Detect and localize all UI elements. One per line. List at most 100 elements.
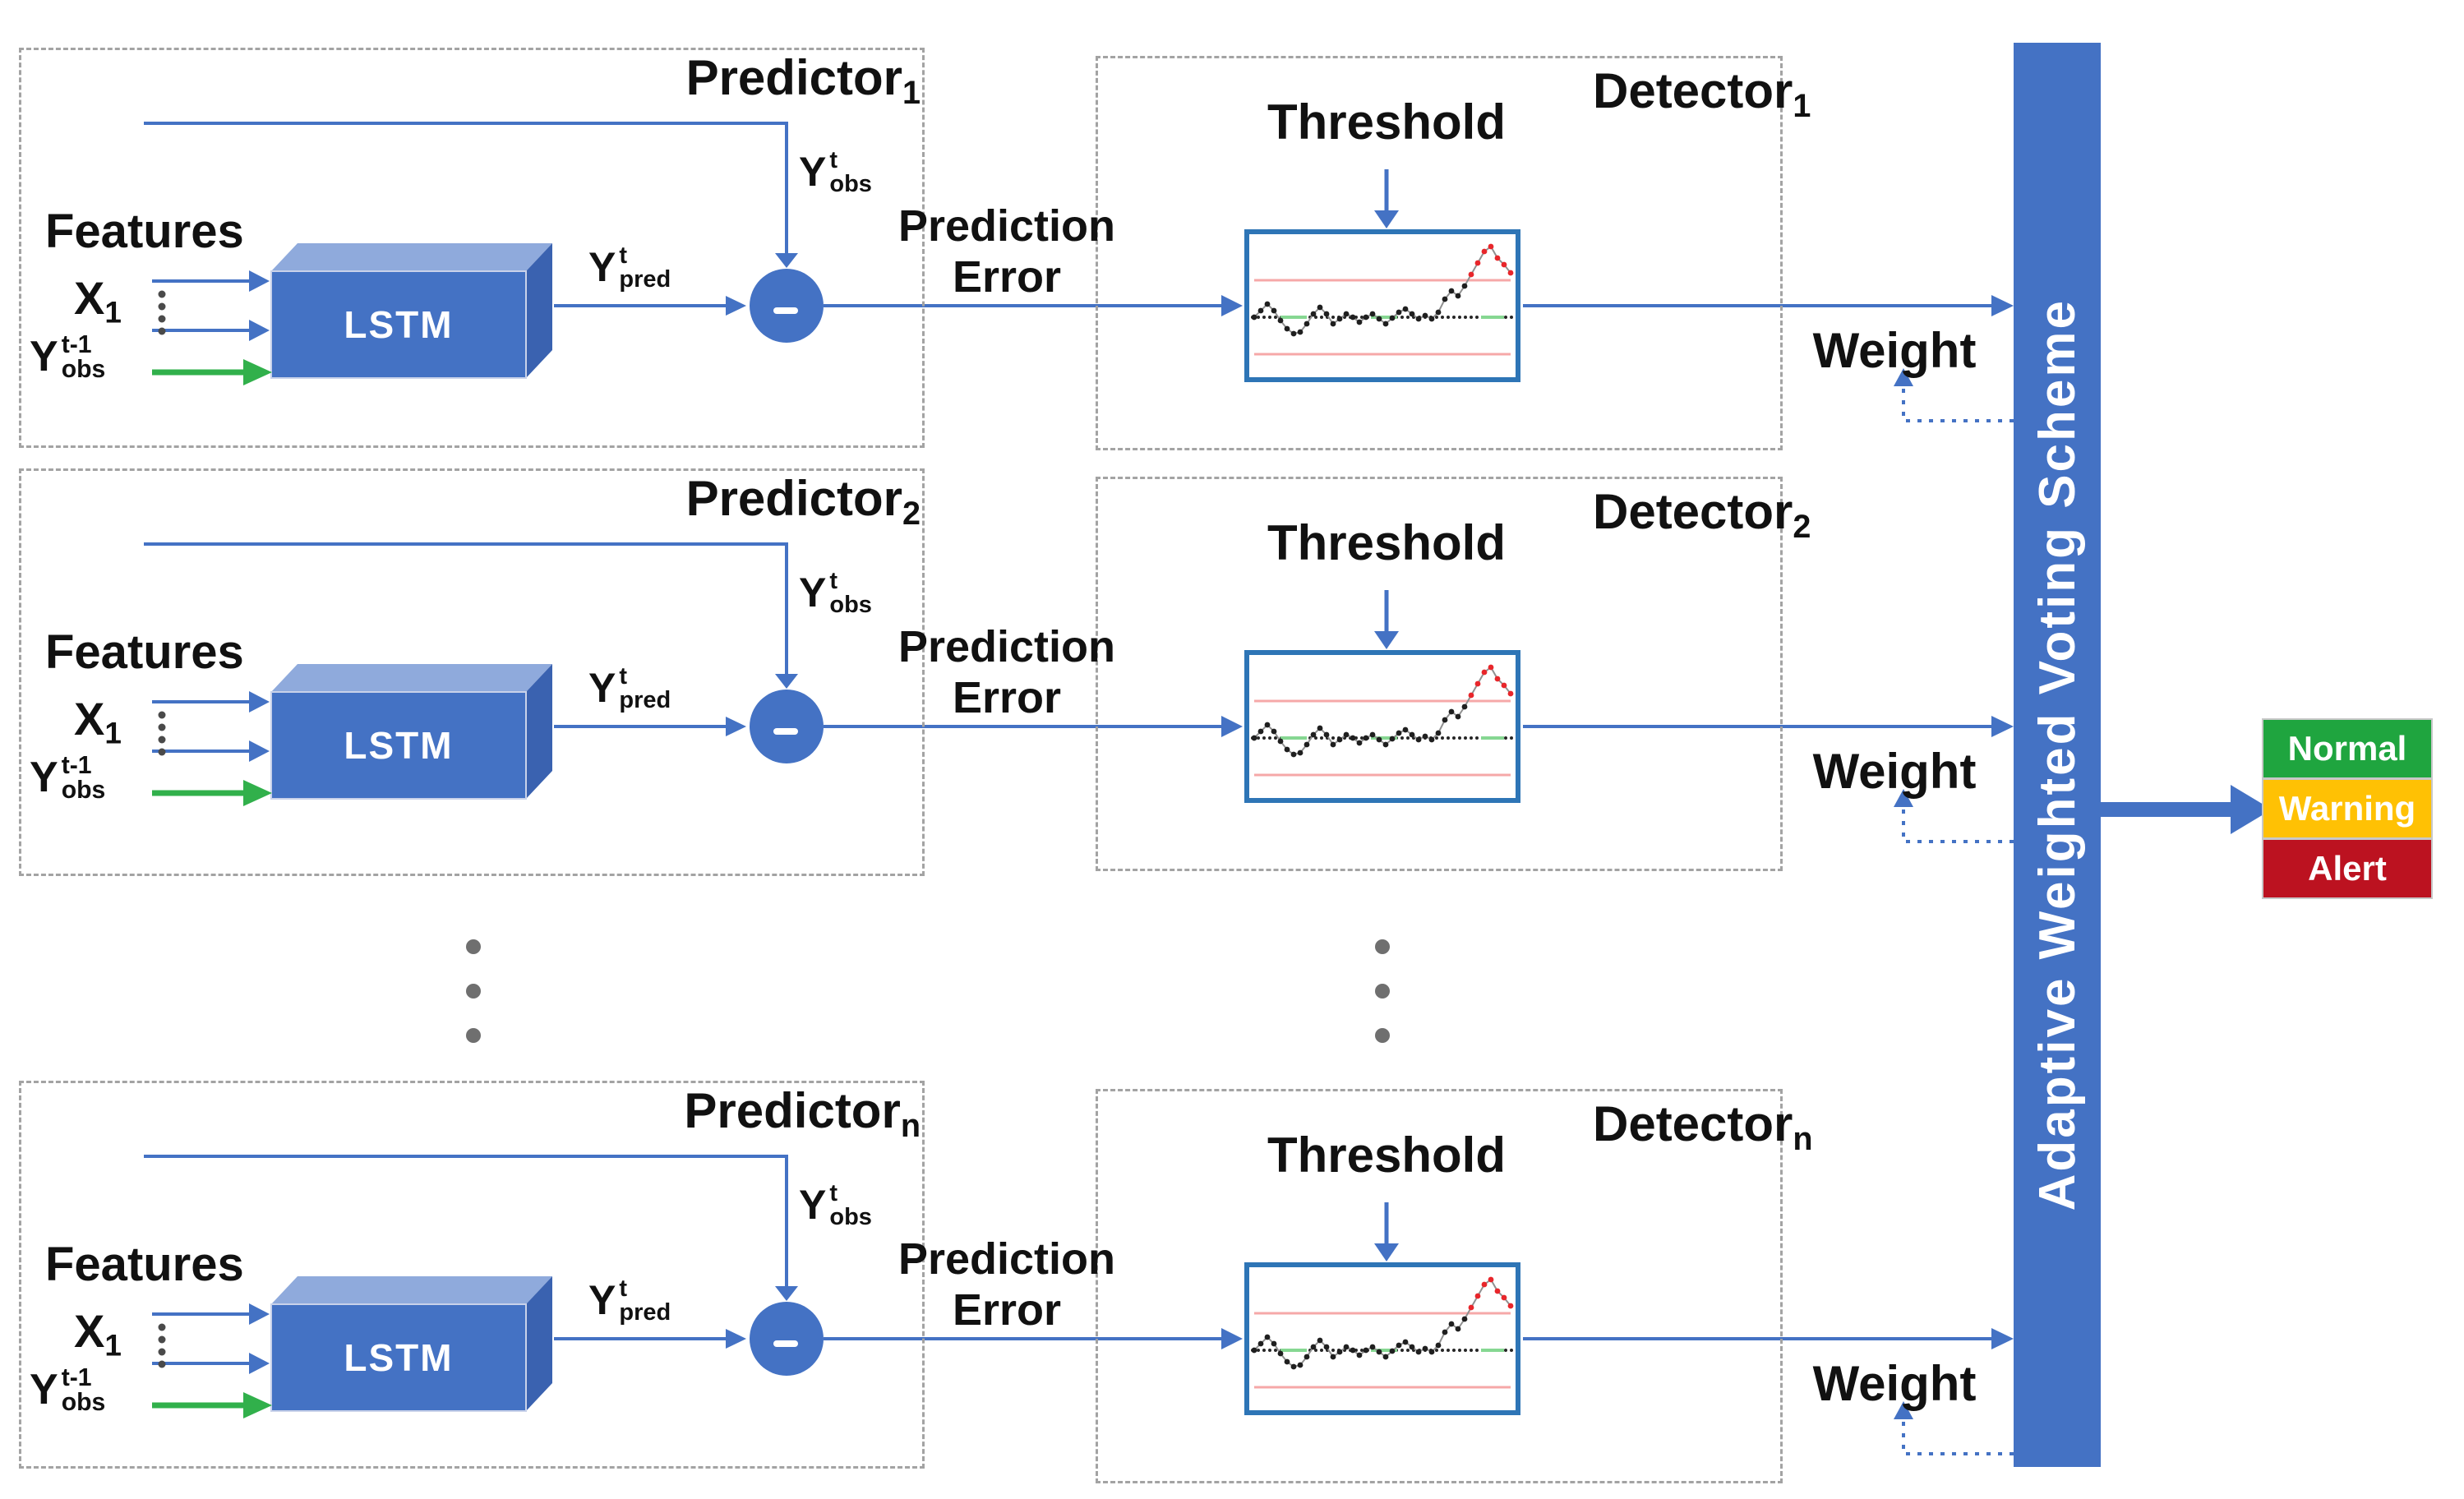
baseline-dot [1504,316,1507,319]
series-dot [1323,311,1330,317]
anomaly-dot [1481,1281,1488,1288]
series-dot [1304,741,1310,748]
series-dot [1442,1329,1448,1335]
series-dot [1369,1344,1376,1350]
threshold-label: Threshold [1267,515,1506,570]
x1-label: X1 [74,272,122,330]
status-normal-label: Normal [2287,729,2407,768]
detector-box [1096,1089,1783,1483]
series-dot [1350,735,1356,741]
series-dot [1343,1344,1350,1350]
anomaly-dot [1507,1303,1514,1309]
baseline-dot [1268,316,1271,319]
detector-title: Detector1 [1593,63,1811,125]
anomaly-dot [1488,243,1494,250]
baseline-dot [1447,1349,1450,1352]
series-dot [1402,726,1409,733]
baseline-dot [1475,316,1479,319]
series-dot [1284,746,1290,753]
detector-title: Detector2 [1593,484,1811,546]
baseline-dot [1406,736,1410,740]
series-dot [1389,736,1396,742]
series-dot [1415,736,1422,743]
baseline-dot [1262,736,1266,740]
baseline-dot [1257,736,1260,740]
baseline-dot [1274,1349,1277,1352]
baseline-dot [1331,736,1335,740]
weight-label: Weight [1812,1356,1977,1411]
error-chart [1244,650,1520,803]
baseline-dot [1464,316,1467,319]
series-dot [1317,1337,1323,1344]
series-dot [1448,288,1455,294]
baseline-dot [1262,316,1266,319]
baseline-dot [1475,736,1479,740]
series-dot [1356,319,1363,325]
features-label: Features [45,205,244,258]
error-series-line [1253,1278,1511,1368]
series-dot [1264,1334,1271,1340]
series-dot [1461,1316,1468,1322]
series-dot [1409,311,1415,317]
series-dot [1277,317,1284,324]
baseline-dot [1475,1349,1479,1352]
baseline-dot [1274,316,1277,319]
anomaly-dot [1501,1294,1507,1301]
anomaly-dot [1494,255,1501,261]
baseline-dot [1400,736,1404,740]
threshold-label: Threshold [1267,1128,1506,1183]
series-dot [1264,722,1271,728]
series-dot [1369,731,1376,738]
anomaly-dot [1501,682,1507,689]
baseline-dot [1510,1349,1513,1352]
series-dot [1264,301,1271,307]
series-dot [1409,1344,1415,1350]
baseline-dot [1360,736,1364,740]
anomaly-dot [1507,690,1514,697]
anomaly-dot [1494,676,1501,682]
baseline-dot [1470,316,1473,319]
series-dot [1257,1340,1264,1347]
series-dot [1382,1354,1389,1360]
series-dot [1356,1352,1363,1358]
series-dot [1277,738,1284,745]
series-dot [1363,735,1369,741]
series-dot [1389,315,1396,321]
series-dot [1402,306,1409,312]
baseline-dot [1262,1349,1266,1352]
series-dot [1251,735,1257,741]
baseline-dot [1314,1349,1317,1352]
baseline-dot [1441,316,1444,319]
series-dot [1428,1349,1435,1355]
series-dot [1284,1358,1290,1365]
series-dot [1435,730,1442,736]
baseline-dot [1504,1349,1507,1352]
series-dot [1336,316,1343,322]
baseline-dot [1470,736,1473,740]
series-dot [1428,736,1435,743]
error-chart-svg [1251,1276,1514,1389]
anomaly-dot [1488,1276,1494,1283]
series-dot [1323,1344,1330,1350]
x1-label: X1 [74,693,122,750]
baseline-dot [1441,1349,1444,1352]
series-dot [1415,316,1422,322]
detector-title: Detectorn [1593,1096,1813,1158]
series-dot [1317,725,1323,731]
series-dot [1290,751,1297,758]
threshold-label: Threshold [1267,95,1506,150]
baseline-dot [1314,736,1317,740]
anomaly-dot [1507,270,1514,276]
series-dot [1396,309,1402,316]
anomaly-dot [1468,692,1474,699]
baseline-dot [1452,316,1456,319]
series-dot [1422,1345,1428,1352]
anomaly-dot [1468,271,1474,278]
